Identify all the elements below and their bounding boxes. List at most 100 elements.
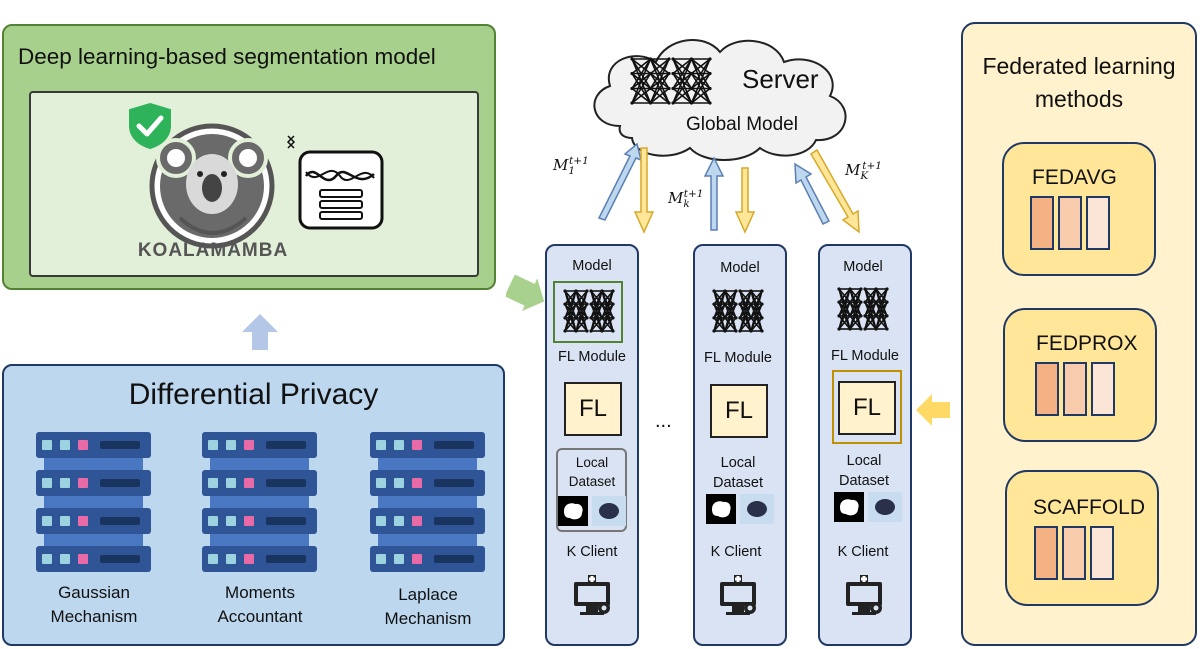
network-edge [724,290,737,332]
client-network-icon [837,287,889,331]
monitor-base [852,612,876,615]
server-connector [44,458,143,470]
fl-module-box: FL [710,384,768,438]
server-light [244,478,254,488]
gear-hole [873,605,879,611]
server-slot [434,441,474,449]
network-edge [564,290,577,332]
network-node [874,314,878,318]
network-node [859,287,863,291]
network-edge [601,290,614,305]
client-fl-module-label: FL Module [704,350,772,366]
network-node [648,57,653,61]
server-slot [100,479,140,487]
math-base: M [553,156,569,174]
network-edge [690,73,711,104]
network-node [874,327,878,331]
network-edge [590,317,603,332]
server-light [60,440,70,450]
network-node [859,327,863,331]
network-edge [849,301,862,330]
server-light [376,440,386,450]
network-edge [713,290,726,332]
network-edge [724,290,737,305]
client-computer-icon [574,575,610,615]
server-connector [44,496,143,508]
network-node [600,316,604,320]
math-sub: 1 [568,165,576,177]
network-node [837,314,841,318]
computer-glyph [720,575,756,615]
client-network-icon [712,289,764,333]
mechanism-label-laplace: Laplace Mechanism [353,583,503,631]
network-node [734,302,738,306]
mask-shape [564,503,583,520]
network-node [667,86,671,91]
upload-arrow [597,142,643,221]
server-stacks [36,432,485,572]
server-light [60,554,70,564]
math-sub: K [860,170,869,182]
server-light [42,478,52,488]
network-node [630,86,634,91]
network-edge [724,317,737,332]
network-edge [650,58,670,75]
network-edge [864,315,877,330]
network-node [667,101,671,105]
network-node [600,329,604,333]
download-arrow [809,148,860,234]
client-name-label: K Client [566,544,618,560]
network-edge [575,290,588,332]
network-edge [691,87,711,104]
network-node [738,316,742,320]
method-bar [1086,196,1110,250]
network-node [563,316,567,320]
network-node [723,302,727,306]
network-node [723,316,727,320]
koalamamba-logo-text: KOALAMAMBA [137,240,289,261]
server-light [208,554,218,564]
network-node [589,329,593,333]
server-light [60,516,70,526]
network-edge [601,290,614,332]
method-bar [1091,362,1115,416]
network-edge [649,73,670,104]
network-edge [713,317,726,332]
mechanism-line: Moments [225,583,295,602]
monitor-screen [724,586,752,602]
network-edge [838,288,851,330]
server-slot [266,441,306,449]
network-node [874,287,878,291]
network-node [734,329,738,333]
more-clients-ellipsis: ... [655,410,672,432]
client-model-label: Model [720,260,760,276]
network-node [574,289,578,293]
network-node [689,86,694,91]
network-node [848,314,852,318]
dataset-line: Dataset [568,474,616,489]
privacy-to-model-arrow [242,314,278,350]
network-node [589,316,593,320]
client-model-label: Model [572,258,612,274]
local-dataset-label: Local Dataset [816,451,912,491]
network-node [723,289,727,293]
network-node [574,316,578,320]
network-edge [575,303,588,332]
client-fl-module-label: FL Module [558,349,626,365]
server-light [244,516,254,526]
server-unit [36,508,151,534]
segmentation-model-title: Deep learning-based segmentation model [18,44,436,69]
method-bar [1034,526,1058,580]
network-edge [691,58,711,75]
network-node [749,289,753,293]
server-connector [210,458,309,470]
server-connector [44,534,143,546]
dataset-thumbnails [834,492,902,522]
differential-privacy-title: Differential Privacy [128,378,379,411]
download-arrow [633,147,655,234]
network-glyph [837,287,889,331]
method-label: FEDAVG [1032,166,1117,189]
update-label-K: MKt+1 [845,160,882,182]
network-node [885,327,889,331]
network-edge [690,58,711,89]
